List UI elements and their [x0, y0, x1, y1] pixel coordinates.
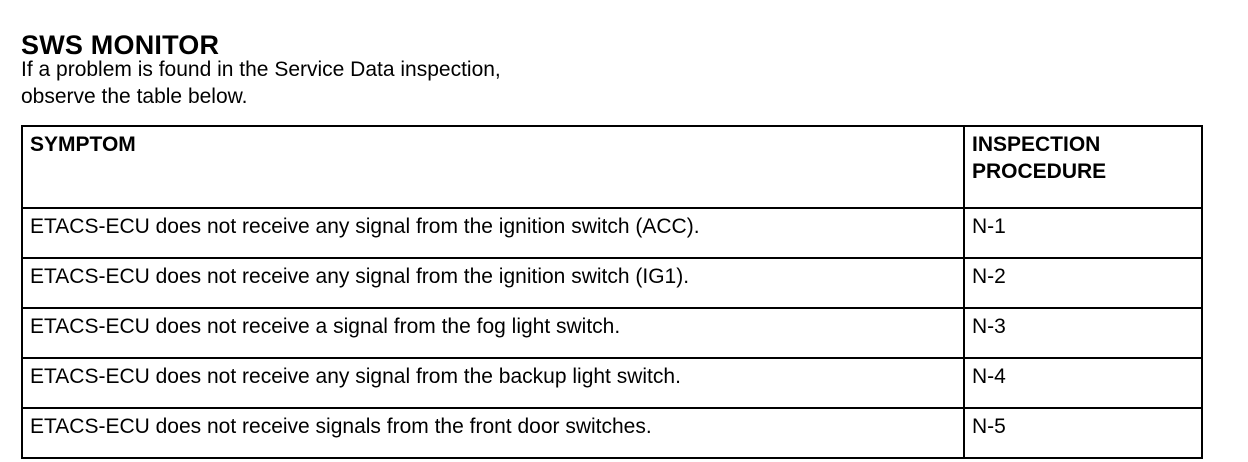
- cell-symptom: ETACS-ECU does not receive signals from …: [21, 407, 965, 459]
- column-header-inspection-procedure-line1: INSPECTION: [972, 133, 1101, 156]
- table-header-row: SYMPTOM INSPECTION PROCEDURE: [21, 125, 1203, 209]
- intro-line-2: observe the table below.: [21, 85, 248, 108]
- table-row: ETACS-ECU does not receive signals from …: [21, 407, 1203, 459]
- table-body: ETACS-ECU does not receive any signal fr…: [21, 207, 1203, 459]
- cell-symptom: ETACS-ECU does not receive any signal fr…: [21, 357, 965, 409]
- cell-symptom: ETACS-ECU does not receive a signal from…: [21, 307, 965, 359]
- column-header-inspection-procedure: INSPECTION PROCEDURE: [963, 125, 1203, 209]
- cell-procedure: N-3: [963, 307, 1203, 359]
- cell-procedure: N-1: [963, 207, 1203, 259]
- column-header-symptom: SYMPTOM: [21, 125, 965, 209]
- cell-procedure: N-5: [963, 407, 1203, 459]
- column-header-inspection-procedure-line2: PROCEDURE: [972, 160, 1107, 183]
- column-header-symptom-label: SYMPTOM: [30, 133, 136, 156]
- symptom-table: SYMPTOM INSPECTION PROCEDURE ETACS-ECU d…: [21, 125, 1203, 459]
- table-row: ETACS-ECU does not receive a signal from…: [21, 307, 1203, 359]
- table-row: ETACS-ECU does not receive any signal fr…: [21, 357, 1203, 409]
- page-title: SWS MONITOR: [21, 30, 220, 61]
- cell-procedure: N-4: [963, 357, 1203, 409]
- cell-symptom: ETACS-ECU does not receive any signal fr…: [21, 207, 965, 259]
- table-row: ETACS-ECU does not receive any signal fr…: [21, 207, 1203, 259]
- intro-line-1: If a problem is found in the Service Dat…: [21, 58, 501, 81]
- cell-symptom: ETACS-ECU does not receive any signal fr…: [21, 257, 965, 309]
- cell-procedure: N-2: [963, 257, 1203, 309]
- table-row: ETACS-ECU does not receive any signal fr…: [21, 257, 1203, 309]
- intro-paragraph: If a problem is found in the Service Dat…: [21, 56, 501, 110]
- table-head: SYMPTOM INSPECTION PROCEDURE: [21, 125, 1203, 209]
